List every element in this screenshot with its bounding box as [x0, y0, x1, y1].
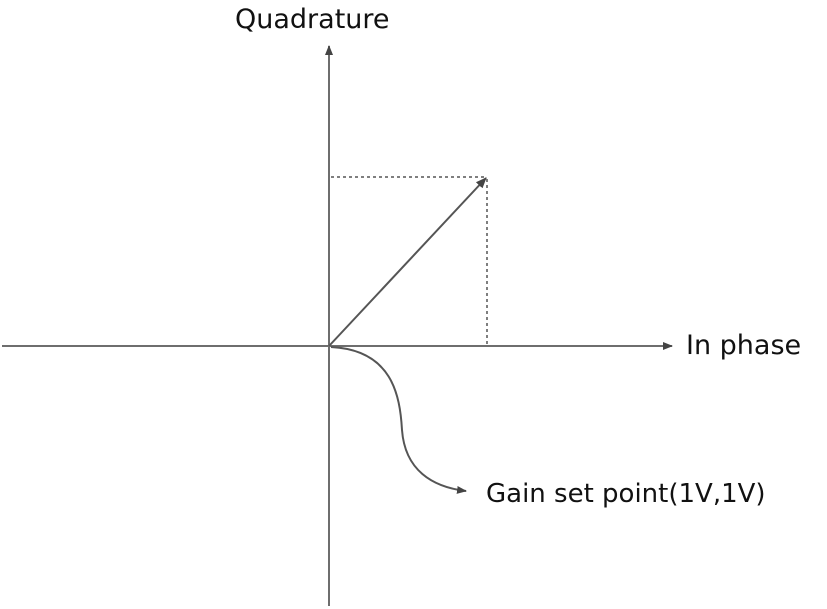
set-point-vector	[328, 177, 487, 347]
gain-set-point-label: Gain set point(1V,1V)	[486, 479, 766, 509]
annotation-curve-arrow	[330, 346, 467, 494]
quadrature-axis-label: Quadrature	[235, 4, 390, 35]
in-phase-axis-label: In phase	[686, 330, 802, 361]
